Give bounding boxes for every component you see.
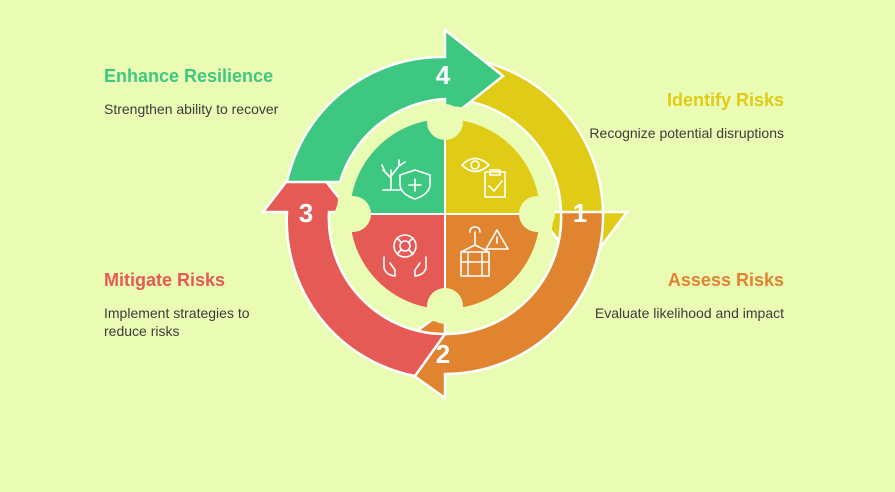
quadrant-mitigate [350, 214, 445, 309]
step-number-1: 1 [573, 198, 587, 228]
label-assess-risks: Assess Risks Evaluate likelihood and imp… [584, 269, 784, 322]
eye-clipboard-icon [461, 157, 506, 198]
step-title: Assess Risks [667, 270, 784, 290]
label-enhance-resilience: Enhance Resilience Strengthen ability to… [104, 65, 284, 118]
step-description: Evaluate likelihood and impact [594, 305, 784, 321]
arrow-assess [382, 210, 605, 401]
step-number-3: 3 [299, 198, 313, 228]
quadrant-enhance [350, 119, 445, 214]
tree-shield-icon [381, 159, 431, 200]
arrow-enhance [285, 27, 506, 184]
quadrant-identify [445, 119, 540, 214]
step-title: Identify Risks [666, 90, 784, 110]
step-title: Enhance Resilience [104, 66, 274, 86]
step-description: Recognize potential disruptions [589, 125, 784, 141]
step-description: Strengthen ability to recover [104, 101, 279, 117]
label-mitigate-risks: Mitigate Risks Implement strategies to r… [104, 269, 284, 340]
step-number-2: 2 [436, 339, 450, 369]
step-title: Mitigate Risks [104, 270, 226, 290]
step-number-4: 4 [436, 60, 451, 90]
step-description: Implement strategies to reduce risks [104, 305, 250, 339]
quadrant-assess [445, 214, 540, 309]
hands-lifebuoy-icon [383, 234, 427, 277]
crane-warning-icon [460, 226, 509, 277]
label-identify-risks: Identify Risks Recognize potential disru… [584, 89, 784, 142]
